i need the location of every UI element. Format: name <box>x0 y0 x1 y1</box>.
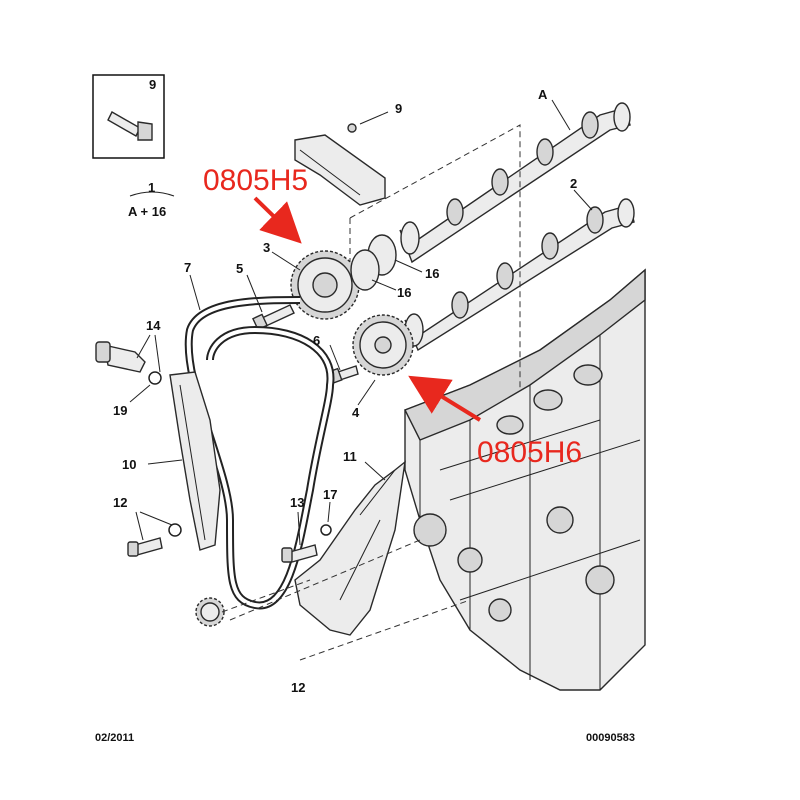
leader-lines <box>129 99 593 546</box>
label-14: 14 <box>146 318 161 333</box>
bolt-13 <box>281 544 318 563</box>
tensioner-guide-10 <box>169 371 221 551</box>
label-2: 2 <box>570 176 577 191</box>
bolt-9-inset-box <box>92 74 165 159</box>
label-16-upper: 16 <box>425 266 439 281</box>
label-13: 13 <box>290 495 304 510</box>
label-A: A <box>538 87 548 102</box>
tensioner-14 <box>95 341 162 385</box>
camshaft-2 <box>404 198 635 352</box>
label-1: 1 <box>148 180 155 195</box>
label-6: 6 <box>313 333 320 348</box>
bolt-9-inset-icon <box>107 111 153 141</box>
o-ring-16b <box>350 249 380 291</box>
label-12-bottom: 12 <box>291 680 305 695</box>
sprocket-3 <box>290 250 360 320</box>
fixed-guide-11 <box>294 460 406 636</box>
label-4: 4 <box>352 405 360 420</box>
label-5: 5 <box>236 261 243 276</box>
footer-code: 00090583 <box>586 732 635 744</box>
label-11: 11 <box>343 449 357 464</box>
footer-date: 02/2011 <box>95 732 134 744</box>
callout-0805H5: 0805H5 <box>203 164 308 197</box>
label-19: 19 <box>113 403 127 418</box>
label-12-left: 12 <box>113 495 127 510</box>
label-9: 9 <box>395 101 402 116</box>
label-16-lower: 16 <box>397 285 411 300</box>
upper-chain-guide <box>294 123 386 206</box>
camshaft-A <box>399 102 631 264</box>
label-7: 7 <box>184 260 191 275</box>
bolt-12-left <box>127 523 182 557</box>
label-3: 3 <box>263 240 270 255</box>
engine-block <box>404 268 646 691</box>
washer-17 <box>320 524 332 536</box>
label-10: 10 <box>122 457 136 472</box>
label-a-plus-16: A + 16 <box>128 204 166 219</box>
callout-arrow-h6 <box>408 375 482 422</box>
callout-0805H6: 0805H6 <box>477 436 582 469</box>
sprocket-4 <box>352 314 414 376</box>
label-9-inset: 9 <box>149 77 156 92</box>
crank-sprocket <box>195 597 225 627</box>
callout-arrow-h5 <box>253 196 302 244</box>
bolt-5 <box>252 304 295 331</box>
label-17: 17 <box>323 487 337 502</box>
